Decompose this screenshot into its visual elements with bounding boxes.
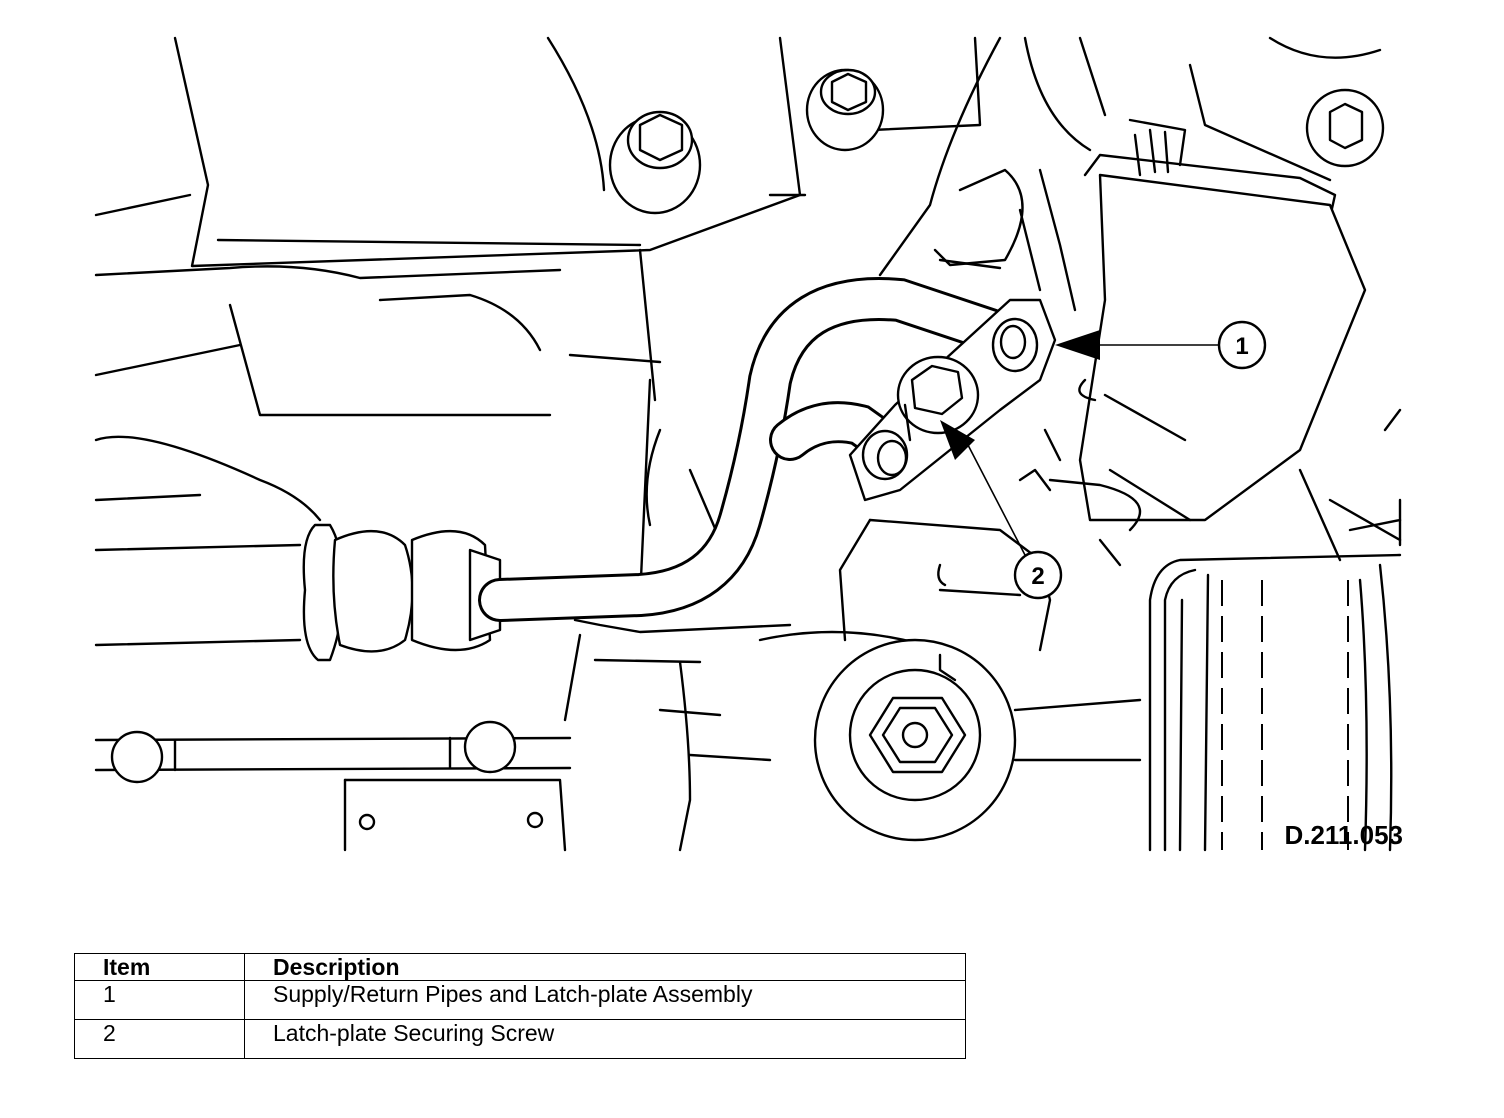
legend-item-description: Supply/Return Pipes and Latch-plate Asse… xyxy=(244,980,966,1020)
legend-row: 1 Supply/Return Pipes and Latch-plate As… xyxy=(74,980,966,1020)
legend-row: 2 Latch-plate Securing Screw xyxy=(74,1019,966,1059)
callout-2-label: 2 xyxy=(1031,563,1044,590)
bracket-bolt-left xyxy=(608,110,702,215)
belt-pulley xyxy=(1148,408,1402,852)
legend-item-number: 2 xyxy=(74,1019,245,1059)
engine-line-drawing: 1 2 D.211.053 xyxy=(94,36,1403,852)
top-right-bolt xyxy=(1305,88,1385,168)
upper-bracket xyxy=(94,36,982,377)
legend-header-row: Item Description xyxy=(74,953,966,981)
figure-reference: D.211.053 xyxy=(1284,820,1403,850)
legend-header-description: Description xyxy=(244,953,966,981)
legend-header-item: Item xyxy=(74,953,245,981)
legend-item-description: Latch-plate Securing Screw xyxy=(244,1019,966,1059)
callout-2: 2 xyxy=(940,420,1063,600)
supply-return-pipes xyxy=(478,277,1012,622)
legend-table: Item Description 1 Supply/Return Pipes a… xyxy=(74,953,966,1059)
latch-plate xyxy=(848,298,1057,502)
legend-item-number: 1 xyxy=(74,980,245,1020)
hose-grommet xyxy=(302,523,502,662)
drive-pulley xyxy=(813,638,1142,842)
engine-block xyxy=(94,36,1077,647)
lower-rail xyxy=(94,720,572,852)
callout-1-label: 1 xyxy=(1235,333,1248,360)
bracket-bolt-right xyxy=(805,68,885,152)
callout-1: 1 xyxy=(1055,320,1267,370)
